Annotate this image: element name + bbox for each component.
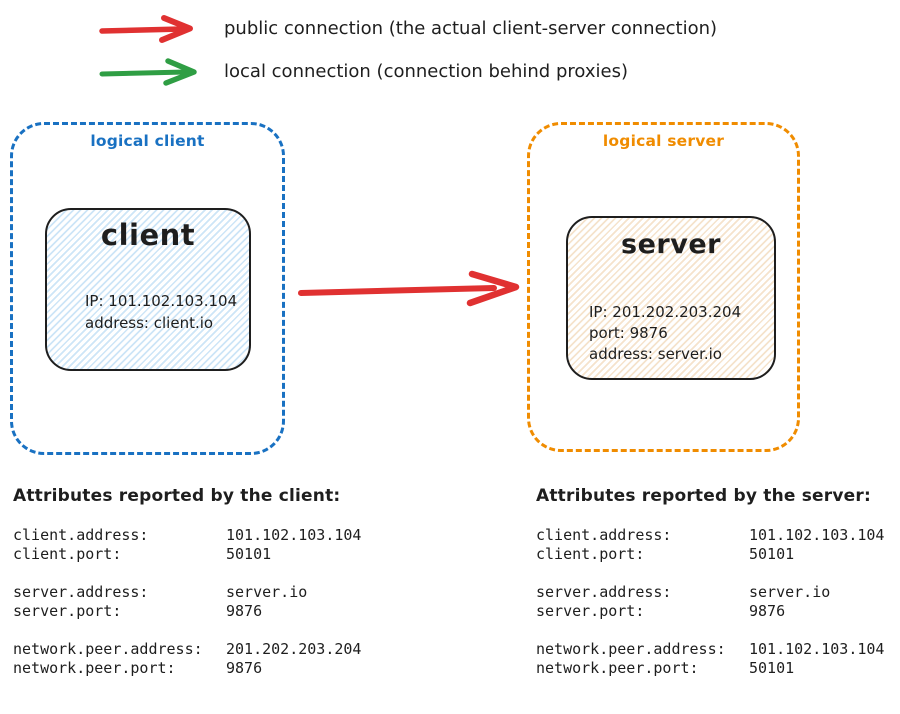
client-to-server-arrow-icon	[296, 266, 522, 312]
attribute-row: network.peer.port: 50101	[536, 659, 900, 678]
logical-server-label: logical server	[602, 132, 725, 150]
attribute-value: server.io	[749, 583, 831, 601]
attribute-key: client.address:	[536, 526, 672, 544]
local-connection-label: local connection (connection behind prox…	[224, 61, 628, 82]
public-connection-arrow-icon	[98, 13, 198, 45]
attribute-row: server.address: server.io	[13, 583, 413, 602]
attribute-key: client.port:	[536, 544, 645, 563]
attribute-row: server.port: 9876	[13, 602, 413, 621]
server-node: server IP: 201.202.203.204 port: 9876 ad…	[566, 216, 776, 380]
attribute-key: server.address:	[536, 583, 672, 601]
client-attributes-heading: Attributes reported by the client:	[13, 486, 341, 506]
attribute-value: 101.102.103.104	[749, 640, 885, 658]
attribute-value: 9876	[749, 601, 786, 620]
public-connection-label: public connection (the actual client-ser…	[224, 18, 718, 39]
server-node-details: IP: 201.202.203.204 port: 9876 address: …	[589, 302, 741, 365]
attribute-row: network.peer.address: 201.202.203.204	[13, 640, 413, 659]
server-port-line: port: 9876	[589, 324, 668, 342]
attribute-key: network.peer.port:	[13, 658, 176, 677]
logical-client-container: logical client client IP: 101.102.103.10…	[10, 122, 285, 455]
local-connection-arrow-icon	[98, 57, 202, 89]
server-attributes-section: Attributes reported by the server: clien…	[536, 486, 900, 677]
client-address-line: address: client.io	[85, 314, 214, 332]
attribute-row: client.port: 50101	[13, 545, 413, 564]
server-address-line: address: server.io	[589, 345, 722, 363]
attribute-row: client.address: 101.102.103.104	[13, 526, 413, 545]
attribute-value: 50101	[749, 658, 795, 677]
attribute-value: server.io	[226, 583, 308, 601]
attribute-key: server.port:	[13, 601, 122, 620]
attribute-row: server.port: 9876	[536, 602, 900, 621]
client-ip-line: IP: 101.102.103.104	[85, 292, 238, 310]
server-attributes-heading: Attributes reported by the server:	[536, 486, 871, 506]
attribute-key: network.peer.port:	[536, 658, 699, 677]
client-node: client IP: 101.102.103.104 address: clie…	[45, 208, 251, 371]
attribute-value: 9876	[226, 658, 263, 677]
attribute-row: network.peer.address: 101.102.103.104	[536, 640, 900, 659]
attribute-key: client.address:	[13, 526, 149, 544]
logical-server-container: logical server server IP: 201.202.203.20…	[527, 122, 800, 452]
attribute-key: server.port:	[536, 601, 645, 620]
server-ip-line: IP: 201.202.203.204	[589, 303, 742, 321]
attribute-value: 50101	[749, 544, 795, 563]
attribute-value: 101.102.103.104	[226, 526, 362, 544]
attribute-row: client.address: 101.102.103.104	[536, 526, 900, 545]
attribute-value: 9876	[226, 601, 263, 620]
logical-client-label: logical client	[90, 132, 205, 150]
client-attributes-section: Attributes reported by the client: clien…	[13, 486, 413, 677]
attribute-key: server.address:	[13, 583, 149, 601]
attribute-key: network.peer.address:	[13, 640, 203, 658]
attribute-key: client.port:	[13, 544, 122, 563]
attribute-value: 101.102.103.104	[749, 526, 885, 544]
attribute-key: network.peer.address:	[536, 640, 726, 658]
attribute-row: server.address: server.io	[536, 583, 900, 602]
attribute-value: 201.202.203.204	[226, 640, 362, 658]
attribute-value: 50101	[226, 544, 272, 563]
attribute-row: network.peer.port: 9876	[13, 659, 413, 678]
client-node-title: client	[100, 218, 196, 252]
attribute-row: client.port: 50101	[536, 545, 900, 564]
server-node-title: server	[621, 229, 721, 260]
client-node-details: IP: 101.102.103.104 address: client.io	[85, 290, 237, 334]
